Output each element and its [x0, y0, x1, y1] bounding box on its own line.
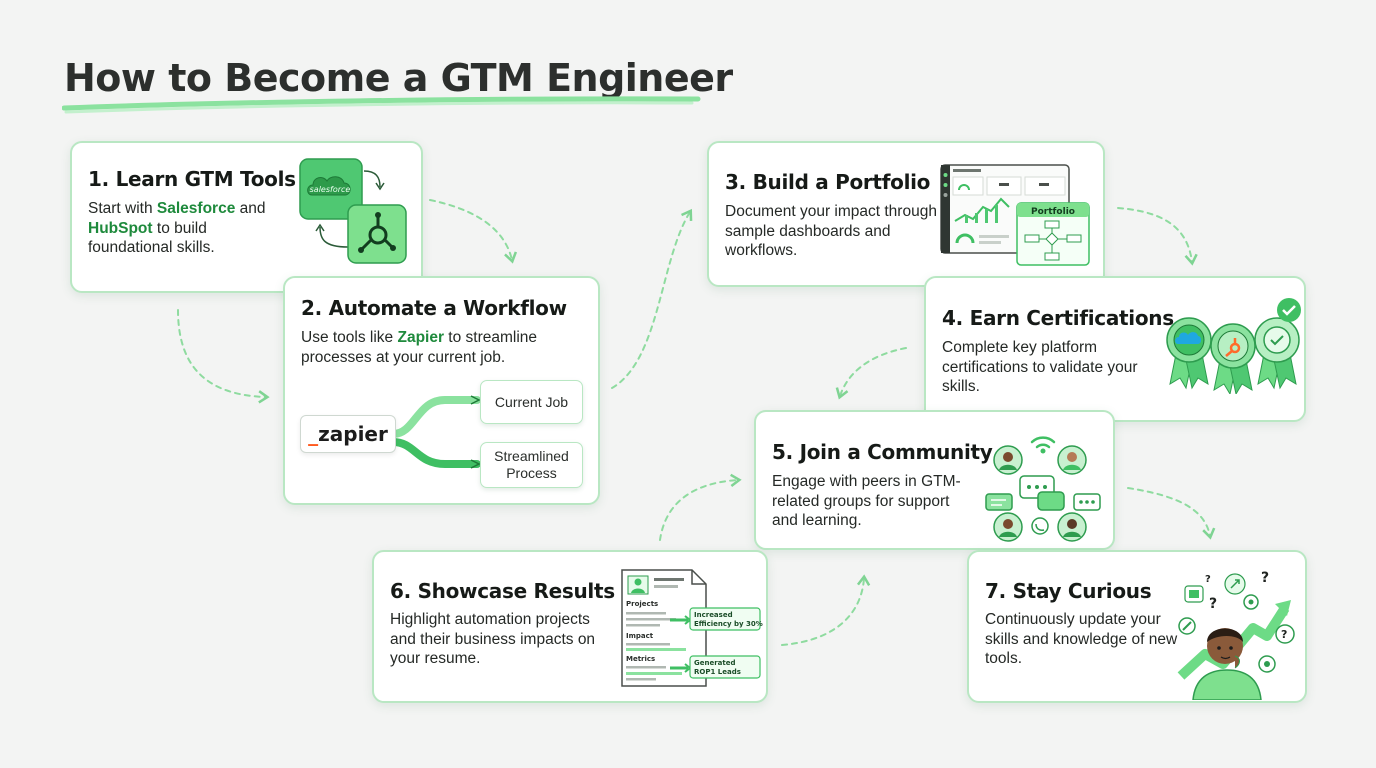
svg-text:salesforce: salesforce [310, 185, 351, 194]
arrow-5-to-7 [1127, 487, 1216, 540]
thinking-person-icon [1192, 628, 1262, 700]
zapier-highlight: Zapier [397, 329, 444, 346]
step-heading: 4. Earn Certifications [942, 306, 1174, 330]
salesforce-badge-icon [1166, 317, 1212, 390]
flow-branch-arrows [389, 395, 481, 469]
step-heading: 5. Join a Community [772, 440, 993, 464]
salesforce-highlight: Salesforce [156, 200, 236, 217]
step-card-build-portfolio: 3. Build a Portfolio Document your impac… [707, 141, 1105, 287]
step-heading: 6. Showcase Results [390, 579, 615, 603]
arrow-6-to-5 [659, 473, 742, 541]
salesforce-icon: salesforce [299, 158, 363, 220]
svg-text:?: ? [1281, 628, 1287, 641]
step-card-automate-workflow: 2. Automate a Workflow Use tools like Za… [283, 276, 600, 505]
svg-text:Portfolio: Portfolio [1031, 207, 1075, 217]
hubspot-highlight: HubSpot [88, 219, 153, 237]
tools-illustration: salesforce [299, 158, 407, 264]
hubspot-icon [347, 204, 407, 264]
resume-illustration: Projects Impact Metrics Increased Effici… [621, 569, 763, 687]
step-description: Engage with peers in GTM-related groups … [772, 473, 961, 529]
step-card-join-community: 5. Join a Community Engage with peers in… [754, 410, 1115, 550]
callout-efficiency: Increased Efficiency by 30% [689, 607, 763, 631]
hubspot-badge-icon [1210, 323, 1256, 394]
chat-icon [985, 475, 1101, 535]
zapier-logo: _zapier [300, 415, 396, 453]
svg-text:?: ? [1205, 574, 1211, 585]
svg-text:Projects: Projects [626, 600, 658, 608]
step-description: Highlight automation projects and their … [390, 611, 596, 667]
step-card-learn-gtm-tools: 1. Learn GTM Tools Start with Salesforce… [70, 141, 423, 293]
dashboard-illustration: Portfolio [940, 164, 1090, 266]
step-description: Use tools like Zapier to streamline proc… [301, 329, 538, 366]
check-badge-icon [1254, 298, 1301, 390]
arrow-1-to-2a [177, 309, 270, 404]
svg-text:?: ? [1261, 570, 1269, 586]
certification-badges [1166, 298, 1301, 394]
step-card-showcase-results: 6. Showcase Results Highlight automation… [372, 550, 768, 703]
arrow-3-to-4 [1117, 207, 1198, 266]
svg-text:Impact: Impact [626, 632, 654, 640]
question-mark-icon: ? ? ? [1205, 570, 1269, 612]
step-heading: 7. Stay Curious [985, 579, 1152, 603]
step-card-earn-certifications: 4. Earn Certifications Complete key plat… [924, 276, 1306, 422]
step-heading: 3. Build a Portfolio [725, 170, 931, 194]
page-title: How to Become a GTM Engineer [64, 56, 733, 100]
streamlined-process-node: Streamlined Process [480, 442, 583, 488]
arrow-2-to-3 [611, 208, 693, 389]
flowchart-icon: Portfolio [1016, 202, 1090, 266]
svg-text:Metrics: Metrics [626, 655, 655, 663]
step-heading: 2. Automate a Workflow [301, 296, 567, 320]
community-illustration [985, 436, 1101, 542]
step-card-stay-curious: 7. Stay Curious Continuously update your… [967, 550, 1307, 703]
avatar-icon [993, 445, 1087, 542]
svg-text:?: ? [1209, 596, 1217, 612]
step-description: Complete key platform certifications to … [942, 339, 1138, 395]
arrow-1-right [429, 199, 518, 264]
current-job-node: Current Job [480, 380, 583, 424]
step-description: Continuously update your skills and know… [985, 611, 1178, 667]
curious-illustration: ? ? ? ? [1177, 570, 1295, 700]
wifi-icon [1030, 436, 1056, 449]
arrow-4-to-5 [835, 347, 907, 400]
callout-leads: Generated ROP1 Leads [689, 655, 761, 679]
arrow-6-to-5b [781, 574, 871, 646]
step-description: Document your impact through sample dash… [725, 203, 937, 259]
svg-text:Generated ROP1 Leads: Generated ROP1 Leads [694, 659, 741, 676]
svg-text:Increased Efficiency b: Increased Efficiency by 30% [694, 611, 763, 628]
title-underline [62, 96, 701, 114]
step-description: Start with Salesforce and HubSpot to bui… [88, 200, 266, 256]
step-heading: 1. Learn GTM Tools [88, 167, 296, 191]
